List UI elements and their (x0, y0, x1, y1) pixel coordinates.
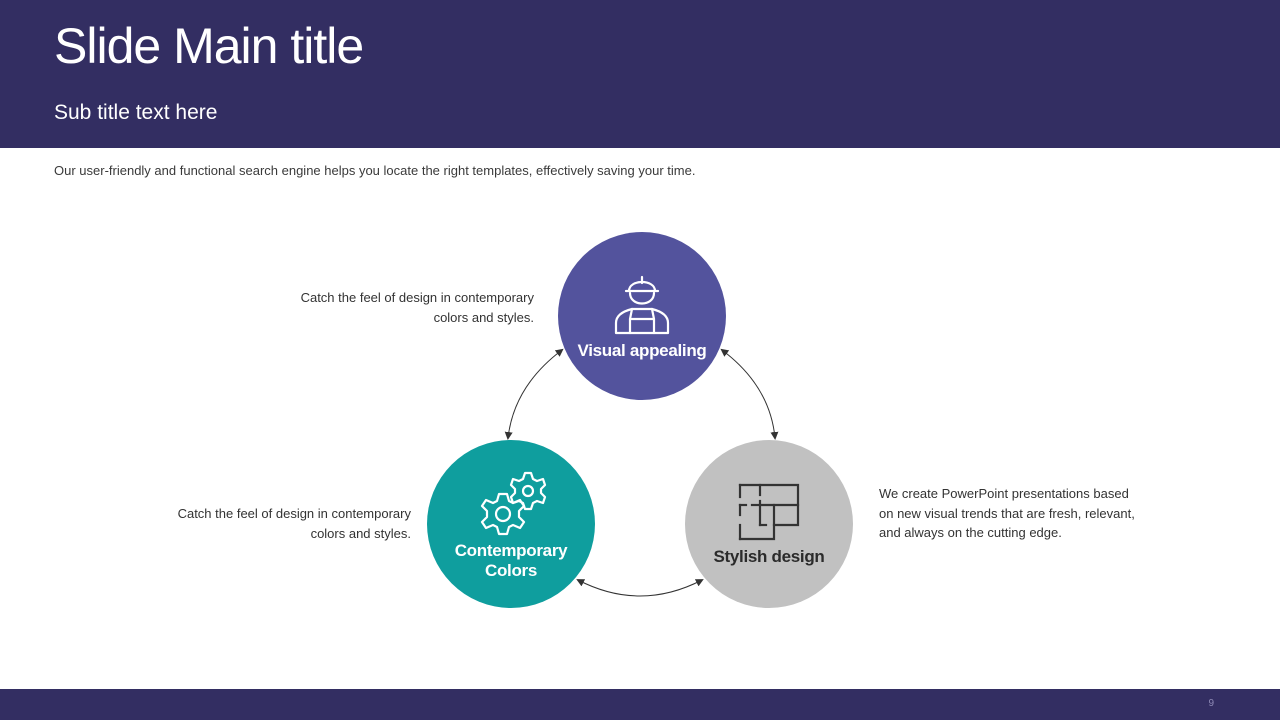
cycle-node-colors: Contemporary Colors (427, 440, 595, 608)
floor-plan-icon (738, 483, 800, 541)
cycle-node-visual: Visual appealing (558, 232, 726, 400)
node-label-colors: Contemporary Colors (454, 541, 568, 580)
description-colors: Catch the feel of design in contemporary… (177, 506, 411, 541)
arrow-visual-to-colors (504, 348, 564, 440)
intro-text: Our user-friendly and functional search … (54, 163, 696, 178)
arrow-visual-to-stylish (720, 348, 779, 440)
page-number: 9 (1208, 698, 1214, 709)
description-stylish: We create PowerPoint presentations based… (879, 486, 1135, 540)
node-label-visual: Visual appealing (577, 341, 707, 360)
gears-icon (480, 471, 547, 536)
arrow-colors-to-stylish (576, 579, 704, 597)
description-visual: Catch the feel of design in contemporary… (300, 290, 534, 325)
slide-title: Slide Main title (54, 18, 364, 74)
header-bar: Slide Main title Sub title text here (0, 0, 1280, 148)
node-label-stylish: Stylish design (713, 547, 825, 566)
cycle-node-stylish: Stylish design (685, 440, 853, 608)
slide-subtitle: Sub title text here (54, 101, 218, 124)
worker-icon (614, 275, 670, 335)
footer-bar: 9 (0, 689, 1280, 720)
